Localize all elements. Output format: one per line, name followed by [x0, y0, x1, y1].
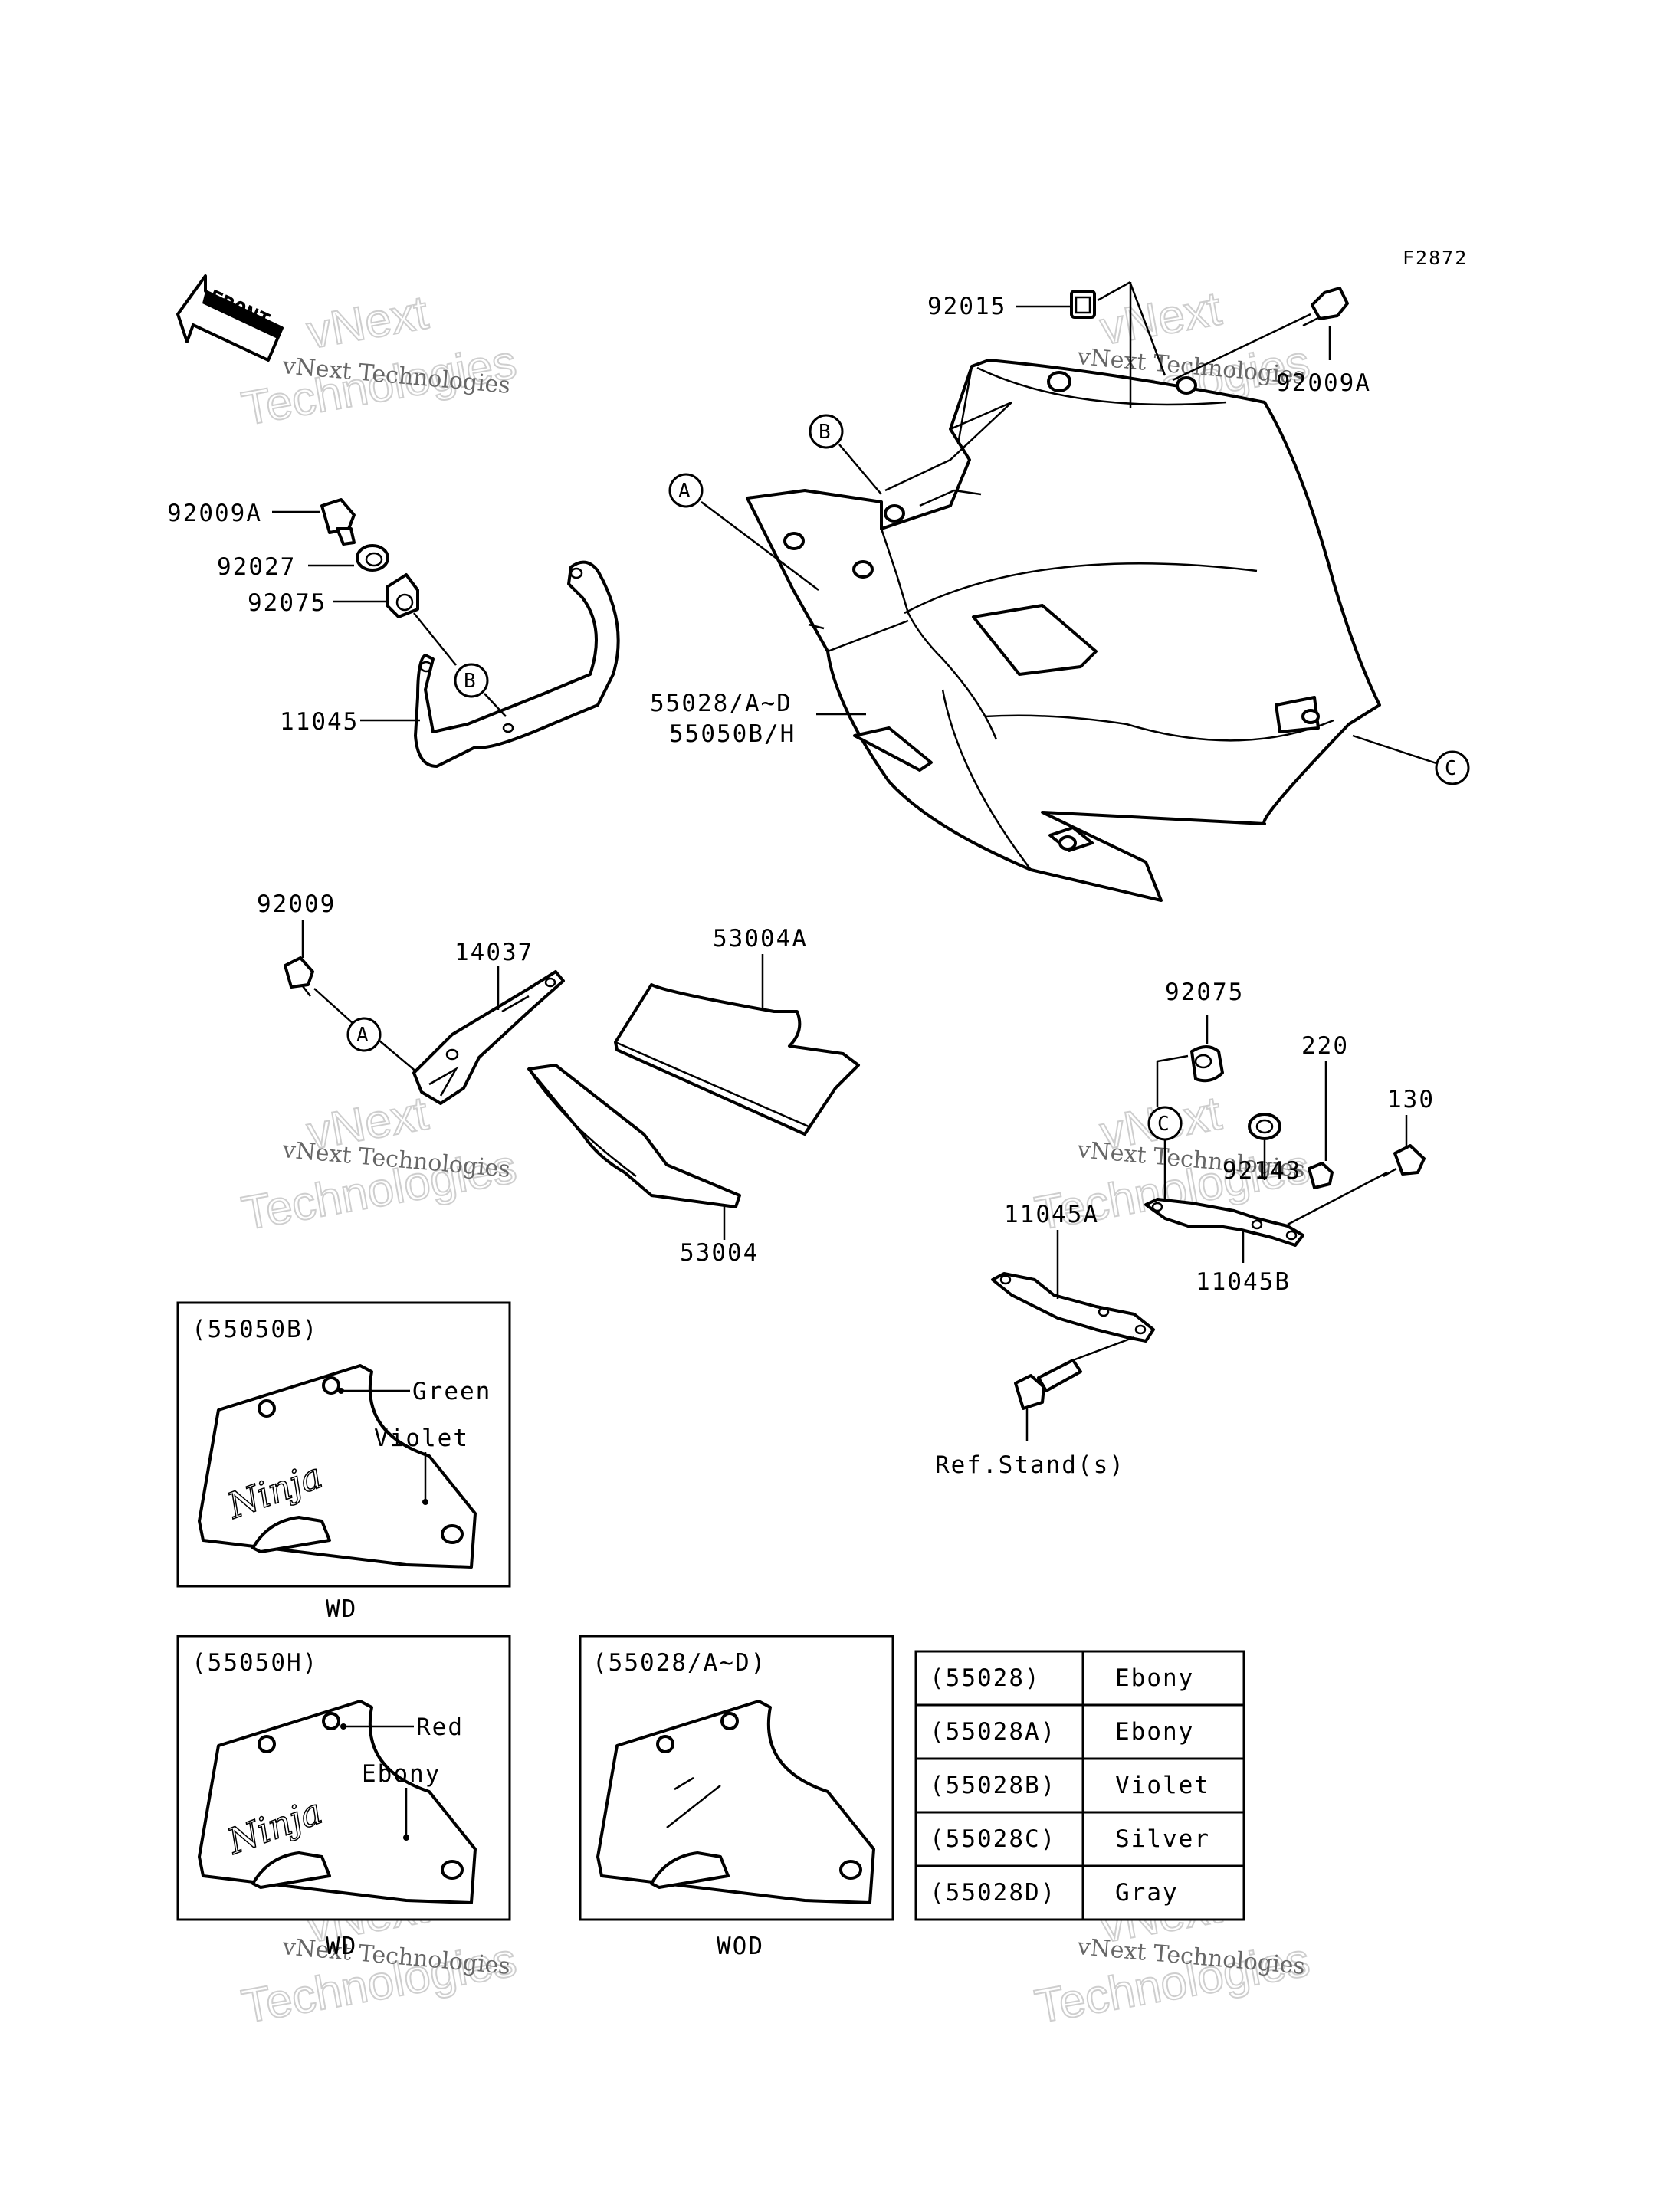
variant-b-caption: WD — [326, 1595, 357, 1623]
label-130: 130 — [1387, 1086, 1435, 1113]
stay-11045b: 11045B — [1144, 1198, 1304, 1296]
label-92009a-left: 92009A — [167, 500, 262, 527]
label-ref-stand: Ref.Stand(s) — [935, 1451, 1125, 1479]
variant-b-title: (55050B) — [192, 1316, 318, 1343]
color-table-code: (55028D) — [930, 1879, 1056, 1907]
color-table-code: (55028A) — [930, 1718, 1056, 1746]
callout-c-stay: C — [1157, 1113, 1170, 1136]
variant-box-55050h: (55050H) Ninja Red Ebony — [176, 1635, 511, 1921]
variant-d-caption: WOD — [717, 1933, 764, 1960]
lower-cowl — [746, 359, 1381, 902]
label-55028: 55028/A~D — [650, 690, 792, 717]
label-53004a: 53004A — [713, 925, 808, 953]
callout-a-stay: A — [356, 1024, 369, 1047]
color-table-frame — [914, 1650, 1245, 1921]
bolt-220: 220 — [1301, 1032, 1349, 1189]
label-92027: 92027 — [217, 553, 296, 581]
bolt-ref-stand: Ref.Stand(s) — [935, 1336, 1135, 1479]
callout-b-cowl: B — [819, 421, 831, 444]
bolt-92009: 92009 — [257, 890, 353, 1024]
variant-h-bottom-color: Ebony — [362, 1760, 441, 1788]
bracket-11045: 11045 — [280, 560, 620, 768]
variant-h-top-color: Red — [416, 1713, 464, 1741]
color-table-color: Gray — [1115, 1879, 1179, 1907]
label-92009: 92009 — [257, 890, 336, 918]
callout-a-cowl: A — [678, 480, 691, 503]
bolt-92009a-left: 92009A — [167, 498, 356, 546]
label-11045a: 11045A — [1004, 1201, 1099, 1228]
clip-92015: 92015 — [927, 280, 1166, 408]
variant-d-title: (55028/A~D) — [592, 1649, 766, 1677]
label-53004: 53004 — [680, 1239, 759, 1267]
grommet-92075-right: 92075 — [1156, 979, 1244, 1107]
variant-b-bottom-color: Violet — [374, 1425, 469, 1452]
cover-53004: 53004 — [527, 1064, 759, 1267]
callout-c-cowl: C — [1445, 757, 1457, 780]
variant-box-55050b: (55050B) Ninja Green Violet — [176, 1301, 511, 1588]
variant-b-top-color: Green — [412, 1378, 491, 1405]
label-92015: 92015 — [927, 293, 1006, 320]
label-92009a-right: 92009A — [1276, 369, 1371, 397]
stay-14037: 14037 — [412, 939, 565, 1105]
color-table-color: Violet — [1115, 1772, 1210, 1799]
collar-92027: 92027 — [217, 544, 389, 581]
bolt-130: 130 — [1287, 1086, 1435, 1226]
label-92143: 92143 — [1222, 1157, 1301, 1185]
grommet-92075-left: 92075 — [248, 573, 457, 666]
svg-text:vNext: vNext — [1096, 282, 1225, 355]
cover-53004a: 53004A — [614, 925, 860, 1136]
callout-b-bracket: B — [464, 670, 476, 693]
color-table-color: Ebony — [1115, 1718, 1194, 1746]
color-table-code: (55028) — [930, 1664, 1041, 1692]
svg-text:vNext: vNext — [303, 286, 431, 359]
figure-code: F2872 — [1403, 247, 1468, 269]
color-table-code: (55028B) — [930, 1772, 1056, 1799]
label-11045: 11045 — [280, 708, 359, 736]
color-table-color: Ebony — [1115, 1664, 1194, 1692]
label-55050: 55050B/H — [669, 720, 796, 748]
color-table: (55028) Ebony (55028A) Ebony (55028B) Violet (… — [914, 1650, 1245, 1921]
collar-92143: 92143 — [1222, 1113, 1301, 1185]
label-92075-right: 92075 — [1165, 979, 1244, 1006]
label-14037: 14037 — [454, 939, 533, 966]
color-table-color: Silver — [1115, 1825, 1210, 1853]
bolt-92009a-right: 92009A — [1172, 287, 1371, 397]
variant-h-caption: WD — [326, 1933, 357, 1960]
label-11045b: 11045B — [1196, 1268, 1291, 1296]
variant-h-title: (55050H) — [192, 1649, 318, 1677]
label-220: 220 — [1301, 1032, 1349, 1060]
color-table-code: (55028C) — [930, 1825, 1056, 1853]
stay-11045a: 11045A — [991, 1201, 1155, 1343]
variant-box-55028: (55028/A~D) — [579, 1635, 894, 1921]
label-92075-left: 92075 — [248, 589, 326, 617]
front-arrow-icon: FRONT — [176, 274, 284, 362]
